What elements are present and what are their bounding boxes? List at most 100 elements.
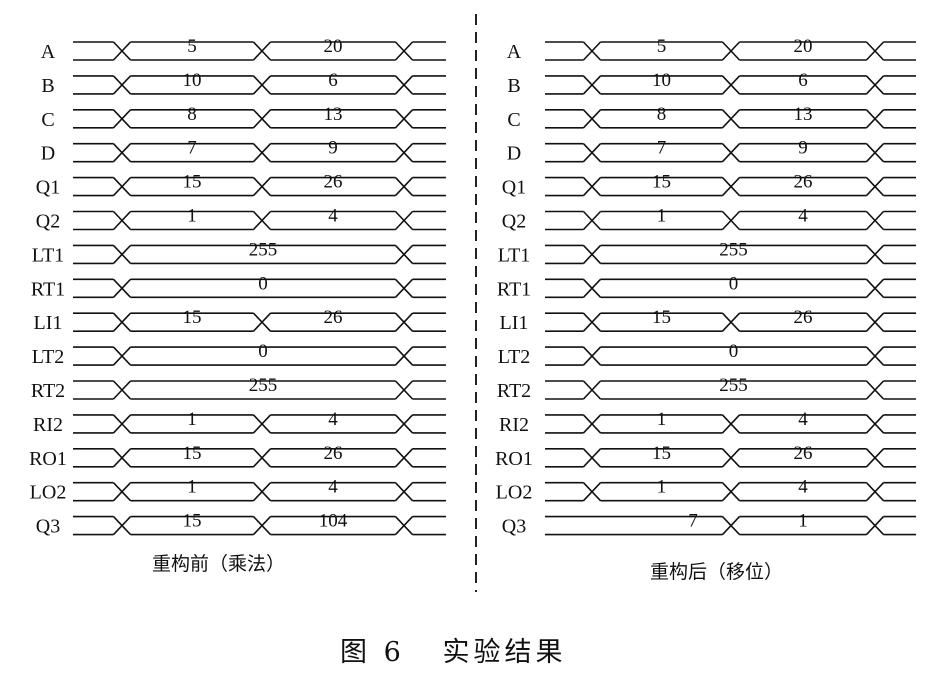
- transition-cross: [394, 380, 414, 400]
- signal-name: Q2: [502, 211, 526, 233]
- waveform: [73, 346, 446, 366]
- signal-name: Q3: [36, 516, 60, 538]
- signal-value: 4: [328, 477, 338, 498]
- waveform: [545, 142, 916, 163]
- signal-value: 0: [258, 273, 268, 294]
- transition-cross: [865, 143, 885, 163]
- signal-name: LO2: [496, 482, 533, 504]
- transition-cross: [252, 312, 272, 332]
- signal-value: 26: [794, 172, 813, 193]
- signal-value: 5: [657, 36, 667, 57]
- signal-name: RO1: [495, 448, 533, 470]
- transition-cross: [582, 482, 602, 502]
- signal-value: 15: [183, 443, 202, 464]
- signal-value: 4: [798, 477, 808, 498]
- waveform: [73, 312, 446, 333]
- transition-cross: [721, 312, 741, 332]
- signal-value: 15: [652, 172, 671, 193]
- signal-name: B: [41, 75, 54, 97]
- transition-cross: [252, 516, 272, 536]
- transition-cross: [394, 414, 414, 434]
- signal-value: 4: [798, 409, 808, 430]
- signal-name: RT1: [31, 278, 65, 300]
- waveform: [73, 41, 446, 61]
- signal-name: A: [507, 41, 522, 63]
- transition-cross: [865, 177, 885, 197]
- transition-cross: [112, 448, 132, 468]
- signal-value: 255: [719, 375, 748, 396]
- transition-cross: [721, 482, 741, 502]
- transition-cross: [582, 244, 602, 264]
- signal-name: LI1: [34, 312, 63, 334]
- transition-cross: [394, 312, 414, 332]
- signal-value: 1: [657, 206, 667, 227]
- signal-name: Q1: [502, 177, 526, 199]
- signal-value: 10: [652, 70, 671, 91]
- signal-value: 255: [249, 239, 278, 260]
- signal-name: RT2: [31, 380, 65, 402]
- waveform: [73, 481, 446, 502]
- signal-name: Q2: [36, 211, 60, 233]
- transition-cross: [721, 516, 741, 536]
- transition-cross: [112, 41, 132, 61]
- signal-name: Q3: [502, 516, 526, 538]
- waveform: [73, 75, 446, 95]
- waveform: [545, 210, 916, 231]
- waveform: [545, 41, 916, 61]
- transition-cross: [112, 177, 132, 197]
- transition-cross: [865, 346, 885, 366]
- transition-cross: [582, 312, 602, 332]
- waveform: [545, 380, 916, 400]
- transition-cross: [582, 75, 602, 95]
- transition-cross: [865, 109, 885, 129]
- waveform: [73, 176, 446, 197]
- transition-cross: [252, 414, 272, 434]
- waveform: [73, 447, 446, 468]
- transition-cross: [394, 41, 414, 61]
- signal-value: 7: [187, 138, 197, 159]
- signal-value: 26: [794, 443, 813, 464]
- transition-cross: [112, 380, 132, 400]
- signal-value: 9: [798, 138, 808, 159]
- signal-name: C: [507, 109, 520, 131]
- waveform: [545, 75, 916, 95]
- waveform: [545, 481, 916, 502]
- signal-name: RT1: [497, 278, 531, 300]
- transition-cross: [865, 312, 885, 332]
- transition-cross: [721, 109, 741, 129]
- signal-value: 10: [183, 70, 202, 91]
- transition-cross: [394, 143, 414, 163]
- transition-cross: [112, 75, 132, 95]
- signal-value: 26: [324, 172, 343, 193]
- waveform: [545, 278, 916, 299]
- waveform: [73, 142, 446, 163]
- transition-cross: [394, 346, 414, 366]
- transition-cross: [112, 244, 132, 264]
- signal-value: 1: [657, 409, 667, 430]
- transition-cross: [394, 177, 414, 197]
- transition-cross: [865, 75, 885, 95]
- signal-name: B: [507, 75, 520, 97]
- signal-value: 20: [324, 36, 343, 57]
- waveform: [73, 244, 446, 265]
- panel-caption-after: 重构后（移位）: [650, 561, 783, 583]
- signal-name: LT1: [498, 244, 531, 266]
- transition-cross: [252, 448, 272, 468]
- transition-cross: [252, 482, 272, 502]
- transition-cross: [582, 448, 602, 468]
